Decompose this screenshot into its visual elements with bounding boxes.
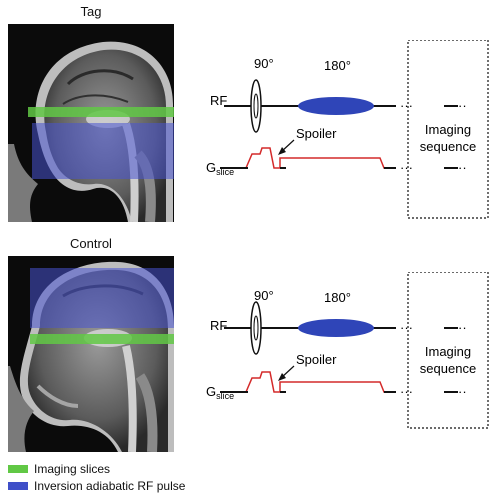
imaging-sequence-line2: sequence xyxy=(420,361,476,376)
pulse-sequence-tag: 90° 180° RF ··· ·· Spoiler Gslice ··· ··… xyxy=(196,39,492,220)
gradient-end-dots: ·· xyxy=(458,160,467,175)
spoiler-label: Spoiler xyxy=(296,352,337,367)
legend-item-inversion-pulse: Inversion adiabatic RF pulse xyxy=(8,479,185,493)
rf-label: RF xyxy=(210,318,227,333)
legend-item-imaging-slices: Imaging slices xyxy=(8,462,110,476)
flip-90-label: 90° xyxy=(254,56,274,71)
gradient-trace xyxy=(220,147,396,169)
mri-image-control xyxy=(8,256,174,452)
inversion-band xyxy=(32,123,174,179)
spoiler-arrowhead xyxy=(278,373,286,381)
imaging-slice-band xyxy=(28,107,174,117)
flip-180-label: 180° xyxy=(324,58,351,73)
gradient-continuation-dots: ··· xyxy=(400,160,413,175)
gradient-label: Gslice xyxy=(206,160,234,177)
rf-90-pulse-inner xyxy=(253,93,259,119)
rf-end-dots: ·· xyxy=(458,98,467,113)
mri-image-tag xyxy=(8,24,174,222)
gradient-continuation-dots: ··· xyxy=(400,384,413,399)
flip-180-label: 180° xyxy=(324,290,351,305)
inversion-pulse-shape xyxy=(298,319,374,337)
rf-90-pulse xyxy=(250,79,262,133)
imaging-slice-band xyxy=(30,334,174,344)
imaging-sequence-line1: Imaging xyxy=(425,122,471,137)
panel-title-control: Control xyxy=(70,236,112,251)
legend-swatch-blue xyxy=(8,482,28,490)
gradient-trace xyxy=(220,371,396,393)
spoiler-arrowhead xyxy=(278,147,286,155)
rf-label: RF xyxy=(210,93,227,108)
inversion-band xyxy=(30,268,174,328)
gradient-end-dots: ·· xyxy=(458,384,467,399)
rf-end-dots: ·· xyxy=(458,320,467,335)
legend-label: Imaging slices xyxy=(34,462,111,476)
imaging-sequence-line2: sequence xyxy=(420,139,476,154)
gradient-label: Gslice xyxy=(206,384,234,401)
imaging-sequence-line1: Imaging xyxy=(425,344,471,359)
rf-continuation-dots: ··· xyxy=(400,98,413,113)
legend-swatch-green xyxy=(8,465,28,473)
inversion-pulse-shape xyxy=(298,97,374,115)
imaging-sequence-box xyxy=(407,271,489,429)
pulse-sequence-control: 90° 180° RF ··· ·· Spoiler Gslice ··· ··… xyxy=(196,271,492,452)
legend-label: Inversion adiabatic RF pulse xyxy=(34,479,186,493)
flip-90-label: 90° xyxy=(254,288,274,303)
rf-90-pulse xyxy=(250,301,262,355)
rf-continuation-dots: ··· xyxy=(400,320,413,335)
rf-90-pulse-inner xyxy=(253,315,259,341)
imaging-sequence-box xyxy=(407,39,489,219)
spoiler-label: Spoiler xyxy=(296,126,337,141)
panel-title-tag: Tag xyxy=(80,4,102,19)
